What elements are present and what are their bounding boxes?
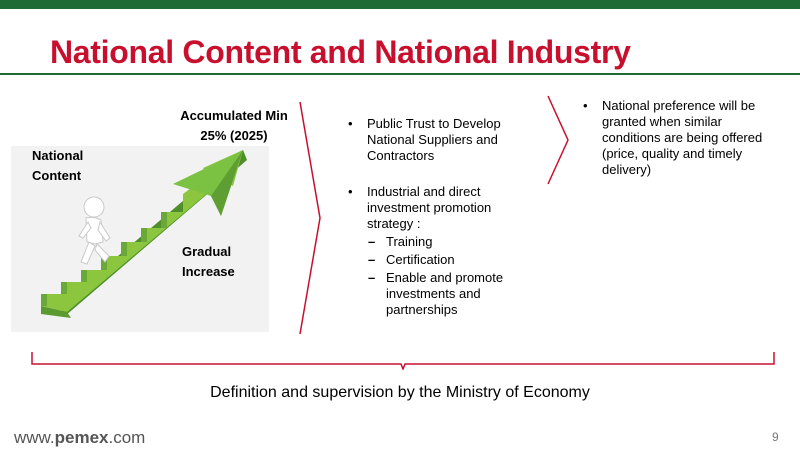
gradual-increase-label: Gradual Increase: [182, 242, 235, 282]
strategy-bullets: Public Trust to Develop National Supplie…: [348, 116, 518, 338]
slide-title: National Content and National Industry: [50, 34, 631, 70]
ministry-caption: Definition and supervision by the Minist…: [210, 384, 590, 401]
chevron-right-icon: [547, 95, 569, 185]
bottom-bracket: [31, 352, 775, 370]
accumulated-line2: 25% (2025): [200, 128, 268, 143]
sub-list-item: Enable and promote investments and partn…: [367, 270, 518, 318]
national-line2: Content: [32, 168, 82, 183]
sub-list-item: Training: [367, 234, 518, 250]
accumulated-min-label: Accumulated Min 25% (2025): [174, 106, 294, 146]
stairs-arrow-icon: [41, 150, 247, 318]
page-number: 9: [772, 430, 779, 444]
list-item: Public Trust to Develop National Supplie…: [348, 116, 518, 164]
list-item: Industrial and direct investment promoti…: [348, 184, 518, 318]
person-climbing-icon: [78, 196, 111, 265]
national-content-label: National Content: [32, 146, 83, 186]
title-divider: [0, 73, 800, 75]
list-item: National preference will be granted when…: [583, 98, 783, 178]
gradual-line2: Increase: [182, 264, 235, 279]
accumulated-line1: Accumulated Min: [180, 108, 288, 123]
top-bar: [0, 0, 800, 9]
gradual-line1: Gradual: [182, 244, 232, 259]
sub-list-item: Certification: [367, 252, 518, 268]
preference-bullets: National preference will be granted when…: [583, 98, 783, 178]
growth-illustration: [11, 146, 269, 332]
chevron-right-icon: [299, 101, 321, 335]
pemex-url: www.pemex.com: [14, 428, 146, 447]
national-line1: National: [32, 148, 84, 163]
